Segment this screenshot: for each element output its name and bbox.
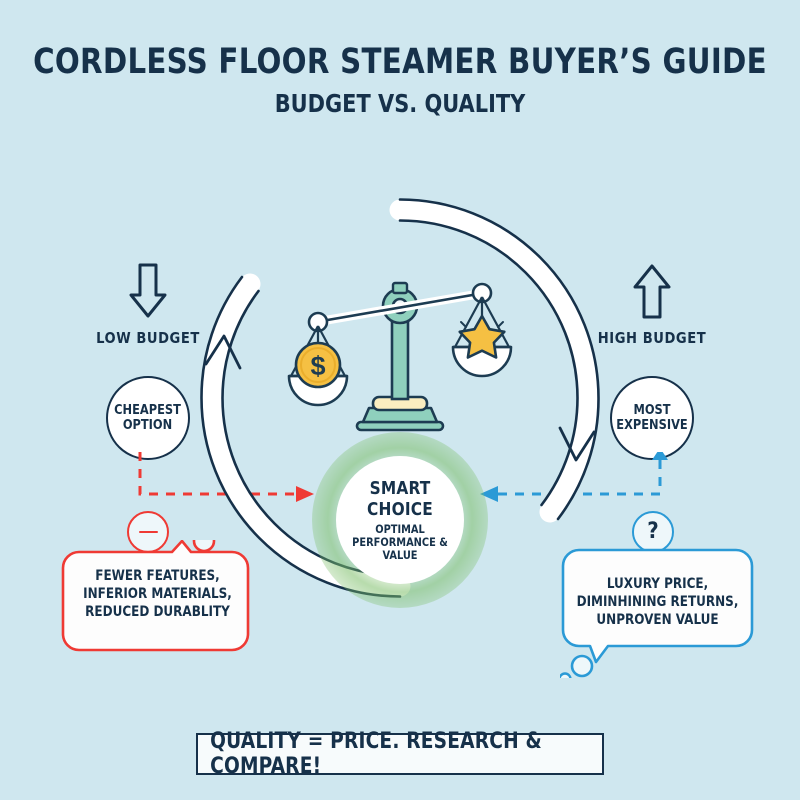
low-callout-line-1: FEWER FEATURES, [95,568,220,584]
page-title: CORDLESS FLOOR STEAMER BUYER’S GUIDE [33,42,767,82]
arrow-up-icon [633,264,671,319]
high-callout-line-3: UNPROVEN VALUE [596,612,719,629]
smart-choice-circle: SMART CHOICE OPTIMAL PERFORMANCE & VALUE [336,456,464,584]
low-budget-label: LOW BUDGET [96,329,200,347]
high-budget-label: HIGH BUDGET [597,329,707,347]
dollar-coin-icon [294,341,342,389]
low-callout-line-3: REDUCED DURABLITY [85,604,230,621]
cheapest-line-2: OPTION [123,417,173,433]
cheapest-line-1: CHEAPEST [114,401,182,418]
expensive-line-2: EXPENSIVE [616,417,688,433]
question-glyph: ? [647,519,659,544]
low-budget-connector-arrow [138,452,314,502]
low-budget-callout-text: FEWER FEATURES, INFERIOR MATERIALS, REDU… [66,567,249,622]
bottom-banner: QUALITY = PRICE. RESEARCH & COMPARE! [196,729,604,779]
high-budget-callout-text: LUXURY PRICE, DIMINHINING RETURNS, UNPRO… [566,575,749,630]
high-callout-line-1: LUXURY PRICE, [606,576,709,592]
smart-sub-line-1: OPTIMAL [375,522,425,537]
arrow-down-icon [129,263,167,318]
star-icon [458,314,506,359]
smart-choice-subtitle: OPTIMAL PERFORMANCE & VALUE [339,523,461,562]
bottom-banner-text: QUALITY = PRICE. RESEARCH & COMPARE! [210,729,542,779]
balance-scale-icon: $ [287,281,513,432]
low-budget-callout-bubble [61,540,250,652]
smart-choice-title: SMART CHOICE [367,478,433,521]
high-callout-line-2: DIMINHINING RETURNS, [576,594,739,611]
svg-text:$: $ [310,351,325,381]
high-budget-callout: LUXURY PRICE, DIMINHINING RETURNS, UNPRO… [560,548,755,678]
header-block: CORDLESS FLOOR STEAMER BUYER’S GUIDE BUD… [0,44,800,118]
low-callout-line-2: INFERIOR MATERIALS, [83,586,232,603]
minus-circle-icon [127,511,169,553]
page-subtitle: BUDGET VS. QUALITY [274,88,526,118]
question-circle-icon: ? [632,511,674,553]
low-budget-callout: FEWER FEATURES, INFERIOR MATERIALS, REDU… [60,540,255,655]
smart-sub-line-2: PERFORMANCE & VALUE [352,535,448,562]
expensive-line-1: MOST [633,401,671,418]
high-budget-callout-bubble [560,548,754,678]
minus-glyph [138,530,158,534]
